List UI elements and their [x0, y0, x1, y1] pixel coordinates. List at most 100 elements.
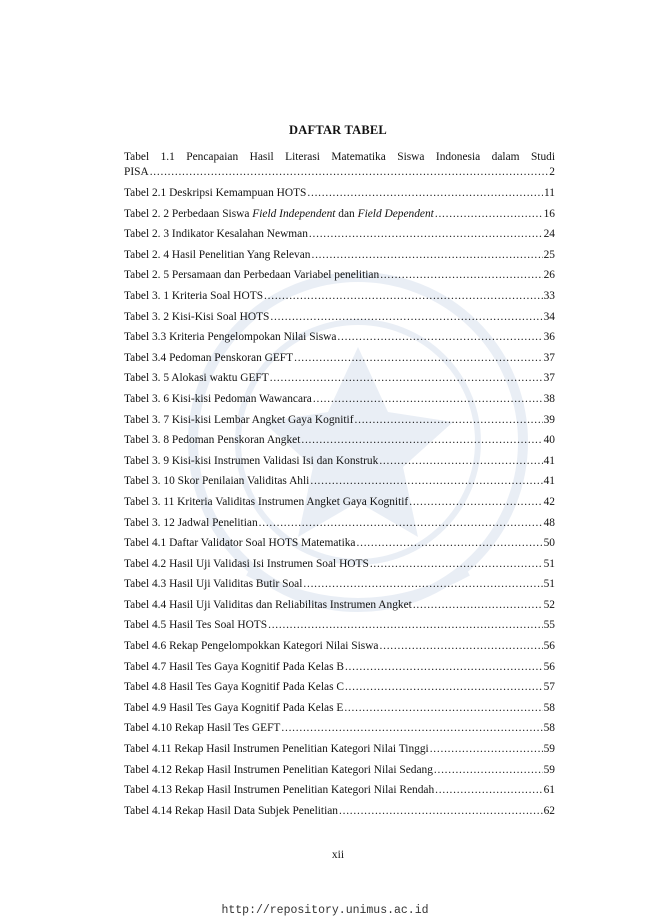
toc-entry-page: 58	[543, 701, 555, 714]
toc-entry-page: 25	[543, 248, 555, 261]
toc-entry[interactable]: Tabel 4.12 Rekap Hasil Instrumen Penelit…	[124, 763, 555, 778]
toc-entry[interactable]: Tabel 4.5 Hasil Tes Soal HOTS55	[124, 618, 555, 633]
toc-entry-page: 42	[543, 495, 555, 508]
toc-entry-label: Tabel 4.3 Hasil Uji Validitas Butir Soal	[124, 578, 303, 591]
toc-entry[interactable]: Tabel 4.1 Daftar Validator Soal HOTS Mat…	[124, 536, 555, 551]
toc-entry[interactable]: Tabel 3.3 Kriteria Pengelompokan Nilai S…	[124, 330, 555, 345]
toc-entry-label: Tabel 3. 12 Jadwal Penelitian	[124, 516, 258, 529]
toc-entry-page: 52	[543, 598, 555, 611]
toc-entry-label: Tabel 4.6 Rekap Pengelompokkan Kategori …	[124, 640, 379, 653]
toc-entry[interactable]: Tabel 2.1 Deskripsi Kemampuan HOTS11	[124, 186, 555, 201]
toc-entry-label: Tabel 4.7 Hasil Tes Gaya Kognitif Pada K…	[124, 660, 344, 673]
toc-entry[interactable]: Tabel 1.1 Pencapaian Hasil Literasi Mate…	[124, 150, 555, 181]
toc-entry[interactable]: Tabel 4.14 Rekap Hasil Data Subjek Penel…	[124, 804, 555, 819]
dot-leader	[150, 165, 549, 180]
toc-entry-page: 39	[543, 413, 555, 426]
toc-entry-page: 59	[543, 763, 555, 776]
toc-entry[interactable]: Tabel 3. 8 Pedoman Penskoran Angket 40	[124, 433, 555, 448]
toc-entry[interactable]: Tabel 3. 7 Kisi-kisi Lembar Angket Gaya …	[124, 413, 555, 428]
toc-entry[interactable]: Tabel 2. 5 Persamaan dan Perbedaan Varia…	[124, 268, 555, 283]
toc-entry-label: PISA	[124, 166, 149, 179]
dot-leader	[264, 289, 543, 304]
toc-entry-page: 37	[543, 372, 555, 385]
toc-entry[interactable]: Tabel 4.7 Hasil Tes Gaya Kognitif Pada K…	[124, 660, 555, 675]
toc-entry-label: Tabel 4.10 Rekap Hasil Tes GEFT	[124, 722, 281, 735]
dot-leader	[344, 701, 542, 716]
toc-entry-page: 56	[543, 640, 555, 653]
dot-leader	[355, 413, 543, 428]
toc-entry-page: 41	[543, 475, 555, 488]
dot-leader	[337, 330, 542, 345]
dot-leader	[430, 742, 543, 757]
toc-entry[interactable]: Tabel 4.9 Hasil Tes Gaya Kognitif Pada K…	[124, 701, 555, 716]
toc-entry[interactable]: Tabel 4.3 Hasil Uji Validitas Butir Soal…	[124, 577, 555, 592]
toc-entry[interactable]: Tabel 3. 6 Kisi-kisi Pedoman Wawancara38	[124, 392, 555, 407]
toc-entry[interactable]: Tabel 3. 1 Kriteria Soal HOTS 33	[124, 289, 555, 304]
toc-entry[interactable]: Tabel 4.11 Rekap Hasil Instrumen Penelit…	[124, 742, 555, 757]
dot-leader	[435, 783, 542, 798]
toc-entry-label: Tabel 4.11 Rekap Hasil Instrumen Penelit…	[124, 743, 429, 756]
toc-entry-page: 41	[543, 454, 555, 467]
toc-entry-label: Tabel 3. 1 Kriteria Soal HOTS	[124, 289, 264, 302]
toc-entry-label: Tabel 2. 3 Indikator Kesalahan Newman	[124, 228, 308, 241]
toc-entry-label: Tabel 1.1 Pencapaian Hasil Literasi Mate…	[124, 151, 555, 163]
dot-leader	[409, 495, 542, 510]
dot-leader	[303, 577, 542, 592]
toc-entry[interactable]: Tabel 4.8 Hasil Tes Gaya Kognitif Pada K…	[124, 680, 555, 695]
toc-entry-label: Tabel 3. 2 Kisi-Kisi Soal HOTS	[124, 310, 270, 323]
toc-entry-label: Tabel 3. 8 Pedoman Penskoran Angket	[124, 434, 301, 447]
toc-entry-page: 40	[543, 434, 555, 447]
toc-entry-label: Tabel 4.13 Rekap Hasil Instrumen Penelit…	[124, 784, 435, 797]
toc-entry-label: Tabel 3.3 Kriteria Pengelompokan Nilai S…	[124, 331, 337, 344]
toc-entry[interactable]: Tabel 2. 4 Hasil Penelitian Yang Relevan…	[124, 248, 555, 263]
toc-entry[interactable]: Tabel 3. 12 Jadwal Penelitian48	[124, 516, 555, 531]
toc-entry-page: 33	[543, 289, 555, 302]
toc-entry-page: 59	[543, 743, 555, 756]
toc-entry-label: Tabel 4.4 Hasil Uji Validitas dan Reliab…	[124, 598, 412, 611]
dot-leader	[270, 310, 542, 325]
dot-leader	[281, 721, 542, 736]
dot-leader	[370, 557, 543, 572]
dot-leader	[268, 618, 543, 633]
page-number: xii	[331, 849, 345, 861]
dot-leader	[301, 433, 542, 448]
toc-entry-label: Tabel 3.4 Pedoman Penskoran GEFT	[124, 351, 294, 364]
toc-entry[interactable]: Tabel 3. 2 Kisi-Kisi Soal HOTS 34	[124, 310, 555, 325]
toc-entry[interactable]: Tabel 2. 3 Indikator Kesalahan Newman24	[124, 227, 555, 242]
toc-entry[interactable]: Tabel 4.13 Rekap Hasil Instrumen Penelit…	[124, 783, 555, 798]
toc-entry[interactable]: Tabel 4.4 Hasil Uji Validitas dan Reliab…	[124, 598, 555, 613]
dot-leader	[307, 186, 543, 201]
dot-leader	[259, 516, 543, 531]
toc-entry-label: Tabel 4.14 Rekap Hasil Data Subjek Penel…	[124, 804, 338, 817]
dot-leader	[339, 804, 543, 819]
toc-entry-label: Tabel 4.9 Hasil Tes Gaya Kognitif Pada K…	[124, 701, 344, 714]
toc-entry[interactable]: Tabel 4.6 Rekap Pengelompokkan Kategori …	[124, 639, 555, 654]
toc-entry-page: 34	[543, 310, 555, 323]
toc-entry[interactable]: Tabel 3.4 Pedoman Penskoran GEFT37	[124, 351, 555, 366]
page-title: DAFTAR TABEL	[289, 123, 387, 137]
dot-leader	[345, 680, 543, 695]
toc-entry-label: Tabel 3. 10 Skor Penilaian Validitas Ahl…	[124, 475, 310, 488]
toc-entry[interactable]: Tabel 2. 2 Perbedaan Siswa Field Indepen…	[124, 207, 555, 222]
toc-entry-label: Tabel 3. 9 Kisi-kisi Instrumen Validasi …	[124, 454, 379, 467]
dot-leader	[435, 207, 543, 222]
toc-entry-label: Tabel 2. 2 Perbedaan Siswa Field Indepen…	[124, 207, 434, 220]
toc-entry-label: Tabel 3. 7 Kisi-kisi Lembar Angket Gaya …	[124, 413, 354, 426]
toc-entry[interactable]: Tabel 3. 9 Kisi-kisi Instrumen Validasi …	[124, 454, 555, 469]
toc-entry-label: Tabel 3. 6 Kisi-kisi Pedoman Wawancara	[124, 392, 312, 405]
toc-entry[interactable]: Tabel 4.10 Rekap Hasil Tes GEFT58	[124, 721, 555, 736]
dot-leader	[380, 268, 542, 283]
table-of-contents: Tabel 1.1 Pencapaian Hasil Literasi Mate…	[124, 150, 555, 824]
toc-entry[interactable]: Tabel 3. 5 Alokasi waktu GEFT37	[124, 371, 555, 386]
toc-entry-page: 61	[543, 784, 555, 797]
toc-entry-label: Tabel 4.12 Rekap Hasil Instrumen Penelit…	[124, 763, 433, 776]
toc-entry[interactable]: Tabel 4.2 Hasil Uji Validasi Isi Instrum…	[124, 557, 555, 572]
toc-entry[interactable]: Tabel 3. 11 Kriteria Validitas Instrumen…	[124, 495, 555, 510]
toc-entry[interactable]: Tabel 3. 10 Skor Penilaian Validitas Ahl…	[124, 474, 555, 489]
dot-leader	[357, 536, 543, 551]
toc-entry-page: 50	[543, 537, 555, 550]
toc-entry-label: Tabel 4.1 Daftar Validator Soal HOTS Mat…	[124, 537, 356, 550]
dot-leader	[413, 598, 543, 613]
toc-entry-page: 36	[543, 331, 555, 344]
toc-entry-page: 51	[543, 578, 555, 591]
